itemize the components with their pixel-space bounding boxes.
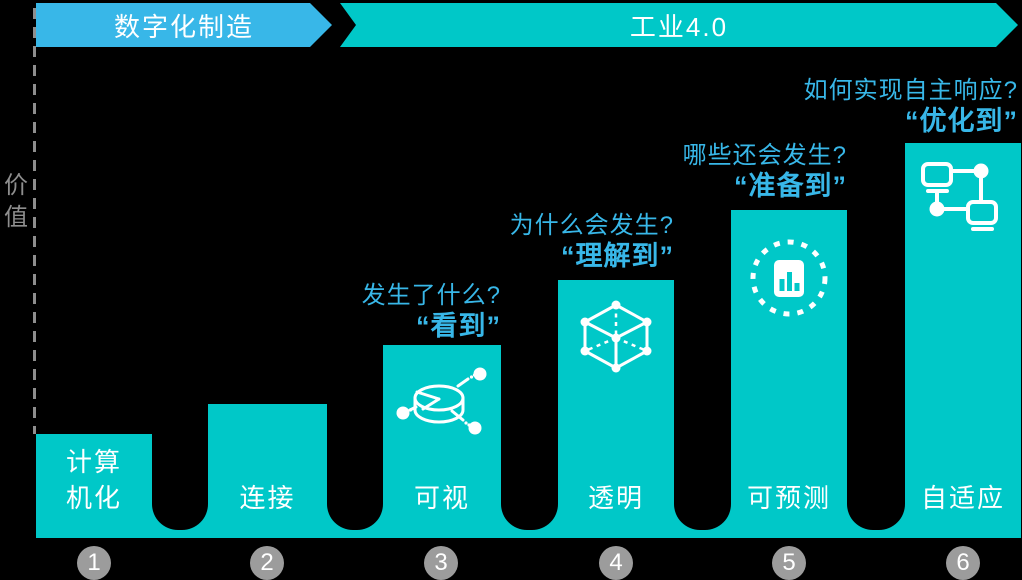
annotation-quote: “准备到”	[734, 171, 847, 201]
annotation-quote: “优化到”	[905, 106, 1018, 136]
annotation-quote: “看到”	[416, 311, 501, 341]
value-axis-label: 价 值	[4, 172, 28, 231]
annotation-question: 发生了什么?	[361, 282, 501, 309]
step-number-5: 5	[772, 546, 806, 580]
stage-bar-3: 可视	[383, 345, 501, 538]
step-number-6: 6	[946, 546, 980, 580]
bar-gap	[674, 470, 731, 530]
stage-bar-5: 可预测	[731, 210, 847, 538]
connected-systems-icon	[921, 162, 998, 231]
pie-network-icon	[396, 367, 487, 435]
stage-label-1: 计算 机化	[65, 447, 122, 513]
annotation-question: 为什么会发生?	[509, 212, 674, 239]
annotation-question: 如何实现自主响应?	[803, 77, 1018, 104]
stage-label-6: 自适应	[920, 483, 1005, 513]
step-number-1: 1	[77, 546, 111, 580]
stage-bar-4: 透明	[558, 280, 674, 538]
banner-industry-4-0-label: 工业4.0	[629, 11, 729, 42]
annotation-stage-4: 为什么会发生? “理解到”	[510, 211, 674, 272]
annotation-quote: “理解到”	[561, 241, 674, 271]
annotation-stage-6: 如何实现自主响应? “优化到”	[804, 76, 1018, 137]
stage-bar-6: 自适应	[905, 143, 1021, 538]
step-number-3: 3	[424, 546, 458, 580]
banner-digital-manufacturing: 数字化制造	[36, 3, 332, 47]
step-number-2: 2	[250, 546, 284, 580]
value-axis-dashed-line	[33, 8, 36, 434]
bar-gap	[501, 470, 558, 530]
banner-digital-manufacturing-label: 数字化制造	[113, 11, 254, 42]
stage-bar-2: 连接	[208, 404, 327, 538]
stage-label-3: 可视	[413, 483, 470, 513]
annotation-stage-5: 哪些还会发生? “准备到”	[683, 141, 847, 202]
bar-gap	[327, 470, 383, 530]
wireframe-cube-icon	[580, 300, 652, 373]
stage-bar-1: 计算 机化	[36, 434, 152, 538]
stage-label-2: 连接	[239, 483, 296, 513]
stage-label-5: 可预测	[746, 483, 831, 513]
predictive-analytics-icon	[750, 239, 828, 317]
stage-label-4: 透明	[587, 483, 644, 513]
banner-industry-4-0: 工业4.0	[340, 3, 1018, 47]
bar-gap	[847, 470, 905, 530]
step-number-4: 4	[599, 546, 633, 580]
annotation-question: 哪些还会发生?	[682, 142, 847, 169]
annotation-stage-3: 发生了什么? “看到”	[362, 281, 501, 342]
bar-gap	[152, 470, 208, 530]
